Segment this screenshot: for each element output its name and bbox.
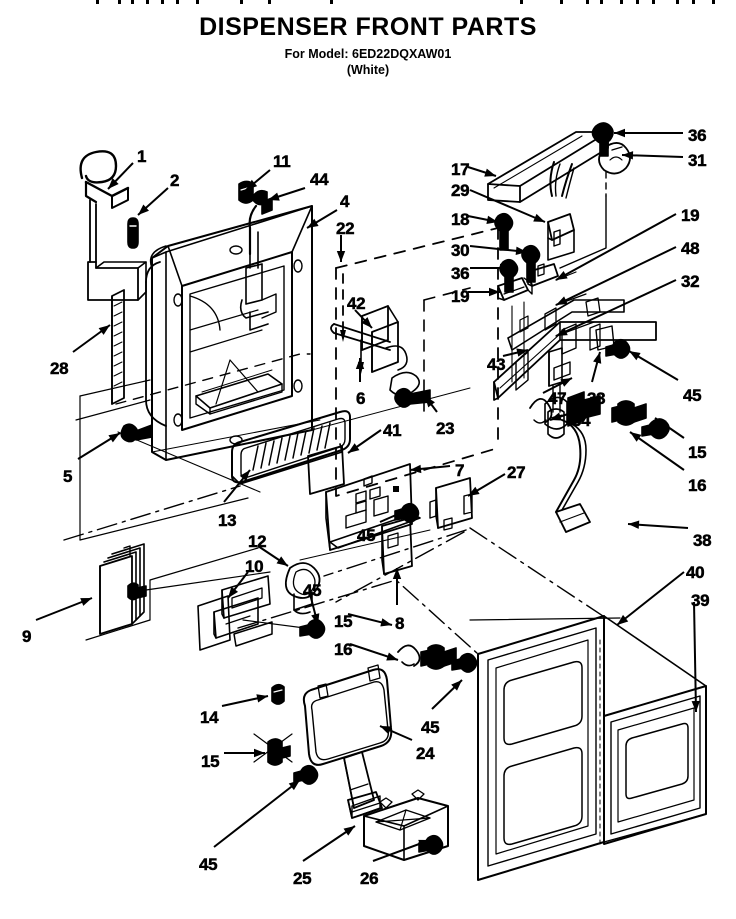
callout-number-1: 1 xyxy=(137,147,147,166)
title-block: DISPENSER FRONT PARTS For Model: 6ED22DQ… xyxy=(0,13,736,77)
callout-number-43: 43 xyxy=(487,355,506,374)
callout-number-16: 16 xyxy=(334,640,353,659)
callout-number-25: 25 xyxy=(293,869,312,888)
callout-number-6: 6 xyxy=(356,389,366,408)
callout-number-32: 32 xyxy=(681,272,700,291)
callout-number-45: 45 xyxy=(421,718,440,737)
callout-number-15: 15 xyxy=(201,752,220,771)
page-title: DISPENSER FRONT PARTS xyxy=(199,13,537,41)
callout-number-31: 31 xyxy=(688,151,707,170)
model-line: For Model: 6ED22DQXAW01 xyxy=(284,46,452,61)
callout-number-9: 9 xyxy=(22,627,32,646)
callout-number-19: 19 xyxy=(451,287,470,306)
callout-number-42: 42 xyxy=(347,294,366,313)
callout-number-34: 34 xyxy=(572,411,591,430)
callout-number-10: 10 xyxy=(245,557,264,576)
callout-number-36: 36 xyxy=(451,264,470,283)
callout-number-19: 19 xyxy=(681,206,700,225)
callout-number-40: 40 xyxy=(686,563,705,582)
callout-number-5: 5 xyxy=(63,467,73,486)
callout-number-38: 38 xyxy=(693,531,712,550)
callout-number-22: 22 xyxy=(336,219,355,238)
callout-number-26: 26 xyxy=(360,869,379,888)
callout-number-39: 39 xyxy=(691,591,710,610)
callout-number-48: 48 xyxy=(681,239,700,258)
callout-number-41: 41 xyxy=(383,421,402,440)
callout-number-7: 7 xyxy=(455,461,465,480)
callout-number-8: 8 xyxy=(395,614,405,633)
finish-label: (White) xyxy=(346,62,390,77)
callout-number-30: 30 xyxy=(451,241,470,260)
callout-number-45: 45 xyxy=(199,855,218,874)
callout-number-15: 15 xyxy=(688,443,707,462)
callout-number-45: 45 xyxy=(303,581,322,600)
callout-number-23: 23 xyxy=(436,419,455,438)
callout-number-17: 17 xyxy=(451,160,470,179)
callout-number-45: 45 xyxy=(357,526,376,545)
callout-number-47: 47 xyxy=(548,389,567,408)
callout-number-36: 36 xyxy=(688,126,707,145)
callout-number-27: 27 xyxy=(507,463,526,482)
callout-number-13: 13 xyxy=(218,511,237,530)
callout-number-44: 44 xyxy=(310,170,329,189)
callout-number-14: 14 xyxy=(200,708,219,727)
callout-number-4: 4 xyxy=(340,192,350,211)
callout-number-12: 12 xyxy=(248,532,267,551)
callout-number-11: 11 xyxy=(273,152,291,171)
callout-number-15: 15 xyxy=(334,612,353,631)
callout-number-29: 29 xyxy=(451,181,470,200)
callout-number-18: 18 xyxy=(451,210,470,229)
scan-header-remnant xyxy=(0,0,736,7)
callout-number-2: 2 xyxy=(170,171,180,190)
callout-number-45: 45 xyxy=(683,386,702,405)
callout-number-28: 28 xyxy=(50,359,69,378)
callout-number-16: 16 xyxy=(688,476,707,495)
callout-number-33: 33 xyxy=(587,389,606,408)
callout-number-24: 24 xyxy=(416,744,435,763)
